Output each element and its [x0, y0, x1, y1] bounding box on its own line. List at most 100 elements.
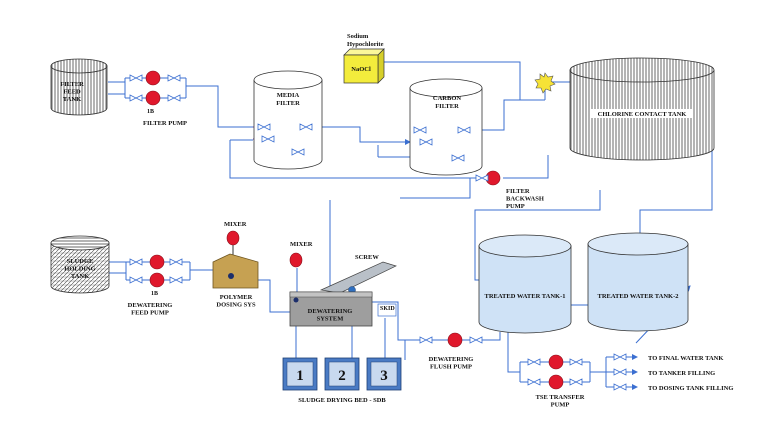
- filter-pumps: 1B FILTER PUMP: [143, 70, 187, 127]
- filter-pump-1b-label: 1B: [147, 109, 154, 115]
- valve-icon: [261, 135, 275, 143]
- valve-icon: [419, 336, 433, 344]
- sludge-drying-beds: 1 2 3 SLUDGE DRYING BED - SDB: [282, 357, 402, 404]
- valve-icon: [167, 94, 181, 102]
- valve-icon: [613, 353, 627, 361]
- valve-icon: [527, 378, 541, 386]
- backwash-label-1: FILTER: [506, 188, 530, 195]
- filter-pump-2-icon: [145, 90, 161, 106]
- valve-icon: [457, 126, 471, 134]
- to-dosing-tank-filling: TO DOSING TANK FILLING: [648, 385, 733, 392]
- valve-icon: [527, 358, 541, 366]
- valve-icon: [291, 148, 305, 156]
- outputs: TO FINAL WATER TANK TO TANKER FILLING TO…: [648, 355, 733, 392]
- sludge-holding-tank-label-2: HOLDING: [64, 266, 95, 273]
- filter-pump-label: FILTER PUMP: [143, 120, 187, 127]
- screw-label: SCREW: [355, 254, 379, 261]
- mixer-2-icon: [289, 252, 303, 268]
- sodium-label: Sodium: [347, 33, 369, 40]
- to-final-water-tank: TO FINAL WATER TANK: [648, 355, 723, 362]
- dewatering-flush-pump-icon: [447, 332, 463, 348]
- sludge-drying-bed-label: SLUDGE DRYING BED - SDB: [298, 397, 386, 404]
- valve-icon: [299, 123, 313, 131]
- tse-pump-2-icon: [548, 374, 564, 390]
- mixer-1-label: MIXER: [224, 221, 247, 228]
- valve-icon: [129, 276, 143, 284]
- treated-water-tank-2-label: TREATED WATER TANK-2: [597, 293, 678, 300]
- valve-icon: [451, 154, 465, 162]
- valve-icon: [613, 383, 627, 391]
- hypochlorite-label: Hypochlorite: [347, 41, 384, 48]
- to-tanker-filling: TO TANKER FILLING: [648, 370, 715, 377]
- dewatering-label-1: DEWATERING: [308, 308, 353, 315]
- valve-icon: [569, 358, 583, 366]
- backwash-label-2: BACKWASH: [506, 196, 544, 203]
- naocl-label: NaOCl: [351, 66, 371, 73]
- treated-water-tank-1-label: TREATED WATER TANK-1: [484, 293, 565, 300]
- chlorine-contact-tank: CHLORINE CONTACT TANK: [569, 57, 715, 161]
- filter-feed-tank-label-1: FILTER: [60, 81, 84, 88]
- valves: [129, 74, 627, 391]
- flush-pump-label-2: FLUSH PUMP: [430, 364, 472, 371]
- treated-water-tank-2: TREATED WATER TANK-2: [587, 232, 689, 332]
- mixer-1-icon: [226, 230, 240, 246]
- media-filter-label-2: FILTER: [276, 100, 300, 107]
- chlorine-contact-tank-label: CHLORINE CONTACT TANK: [598, 111, 687, 118]
- treated-water-tank-1: TREATED WATER TANK-1: [478, 234, 572, 334]
- polymer-label-2: DOSING SYS: [216, 302, 256, 309]
- valve-icon: [613, 368, 627, 376]
- valve-icon: [419, 138, 433, 146]
- tse-label-1: TSE TRANSFER: [536, 394, 585, 401]
- valve-icon: [569, 378, 583, 386]
- polymer-label-1: POLYMER: [220, 294, 253, 301]
- valve-icon: [129, 74, 143, 82]
- media-filter-label-1: MEDIA: [277, 92, 300, 99]
- sludge-holding-tank-label-3: TANK: [71, 273, 89, 280]
- bed-3-number: 3: [380, 368, 388, 384]
- flush-pump-label-1: DEWATERING: [429, 356, 474, 363]
- valve-icon: [169, 258, 183, 266]
- filter-feed-tank-label-3: TANK: [63, 96, 81, 103]
- valve-icon: [413, 126, 427, 134]
- valve-icon: [167, 74, 181, 82]
- filter-feed-tank-label-2: FEED: [63, 89, 81, 96]
- carbon-filter-label-1: CARBON: [433, 95, 461, 102]
- dewatering-pump-1b-label: 1B: [151, 291, 158, 297]
- skid-label: SKID: [380, 306, 395, 312]
- dewatering-feed-label-2: FEED PUMP: [131, 310, 169, 317]
- backwash-label-3: PUMP: [506, 203, 525, 210]
- valve-icon: [257, 123, 271, 131]
- dewatering-label-2: SYSTEM: [317, 316, 344, 323]
- injection-point-icon: [534, 72, 556, 94]
- valve-icon: [169, 276, 183, 284]
- mixer-2-label: MIXER: [290, 241, 313, 248]
- valve-icon: [475, 174, 489, 182]
- sludge-holding-tank-label-1: SLUDGE: [67, 258, 94, 265]
- dewatering-feed-label-1: DEWATERING: [128, 302, 173, 309]
- valve-icon: [469, 336, 483, 344]
- dewatering-feed-pump-1-icon: [149, 254, 165, 270]
- tse-pump-1-icon: [548, 354, 564, 370]
- valve-icon: [129, 94, 143, 102]
